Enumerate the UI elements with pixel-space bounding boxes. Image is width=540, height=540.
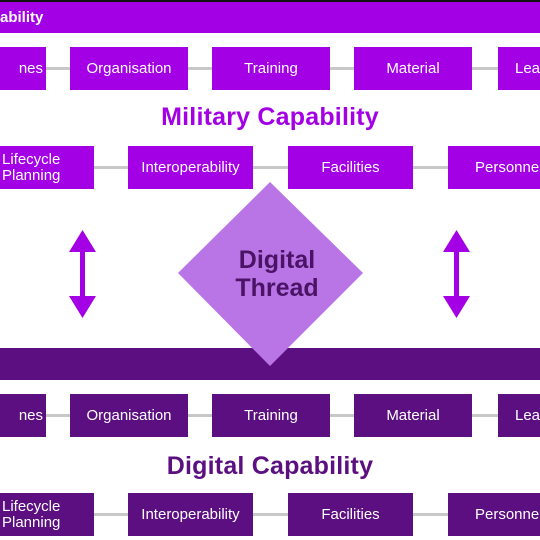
digital-box-lea[interactable]: Lea: [498, 394, 540, 437]
connector: [472, 67, 498, 70]
military-box-interoperability[interactable]: Interoperability: [128, 146, 253, 189]
connector: [330, 414, 354, 417]
digital-box-lifecycle-planning[interactable]: Lifecycle Planning: [0, 493, 94, 536]
military-box-material[interactable]: Material: [354, 47, 472, 90]
digital-box-training[interactable]: Training: [212, 394, 330, 437]
digital-box-nes[interactable]: nes: [0, 394, 46, 437]
connector: [253, 513, 288, 516]
top-banner: ability: [0, 0, 540, 33]
digital-box-personnel[interactable]: Personne: [448, 493, 540, 536]
connector: [188, 414, 212, 417]
connector: [413, 513, 448, 516]
military-box-lea[interactable]: Lea: [498, 47, 540, 90]
top-banner-label: ability: [0, 9, 44, 26]
digital-thread-line1: Digital: [238, 246, 316, 274]
military-box-nes[interactable]: nes: [0, 47, 46, 90]
connector: [46, 414, 70, 417]
double-arrow-left-icon: [69, 230, 96, 318]
connector: [94, 166, 128, 169]
connector: [188, 67, 212, 70]
military-box-facilities[interactable]: Facilities: [288, 146, 413, 189]
connector: [472, 414, 498, 417]
digital-box-interoperability[interactable]: Interoperability: [128, 493, 253, 536]
military-capability-heading: Military Capability: [161, 103, 379, 131]
double-arrow-right-icon: [443, 230, 470, 318]
connector: [253, 166, 288, 169]
connector: [46, 67, 70, 70]
digital-box-organisation[interactable]: Organisation: [70, 394, 188, 437]
digital-box-facilities[interactable]: Facilities: [288, 493, 413, 536]
digital-capability-heading: Digital Capability: [166, 452, 374, 480]
military-box-personnel[interactable]: Personne: [448, 146, 540, 189]
military-box-organisation[interactable]: Organisation: [70, 47, 188, 90]
connector: [94, 513, 128, 516]
digital-thread-label: Digital Thread: [190, 246, 364, 302]
connector: [330, 67, 354, 70]
military-box-lifecycle-planning[interactable]: Lifecycle Planning: [0, 146, 94, 189]
military-box-training[interactable]: Training: [212, 47, 330, 90]
connector: [413, 166, 448, 169]
digital-box-material[interactable]: Material: [354, 394, 472, 437]
digital-thread-line2: Thread: [235, 274, 319, 302]
